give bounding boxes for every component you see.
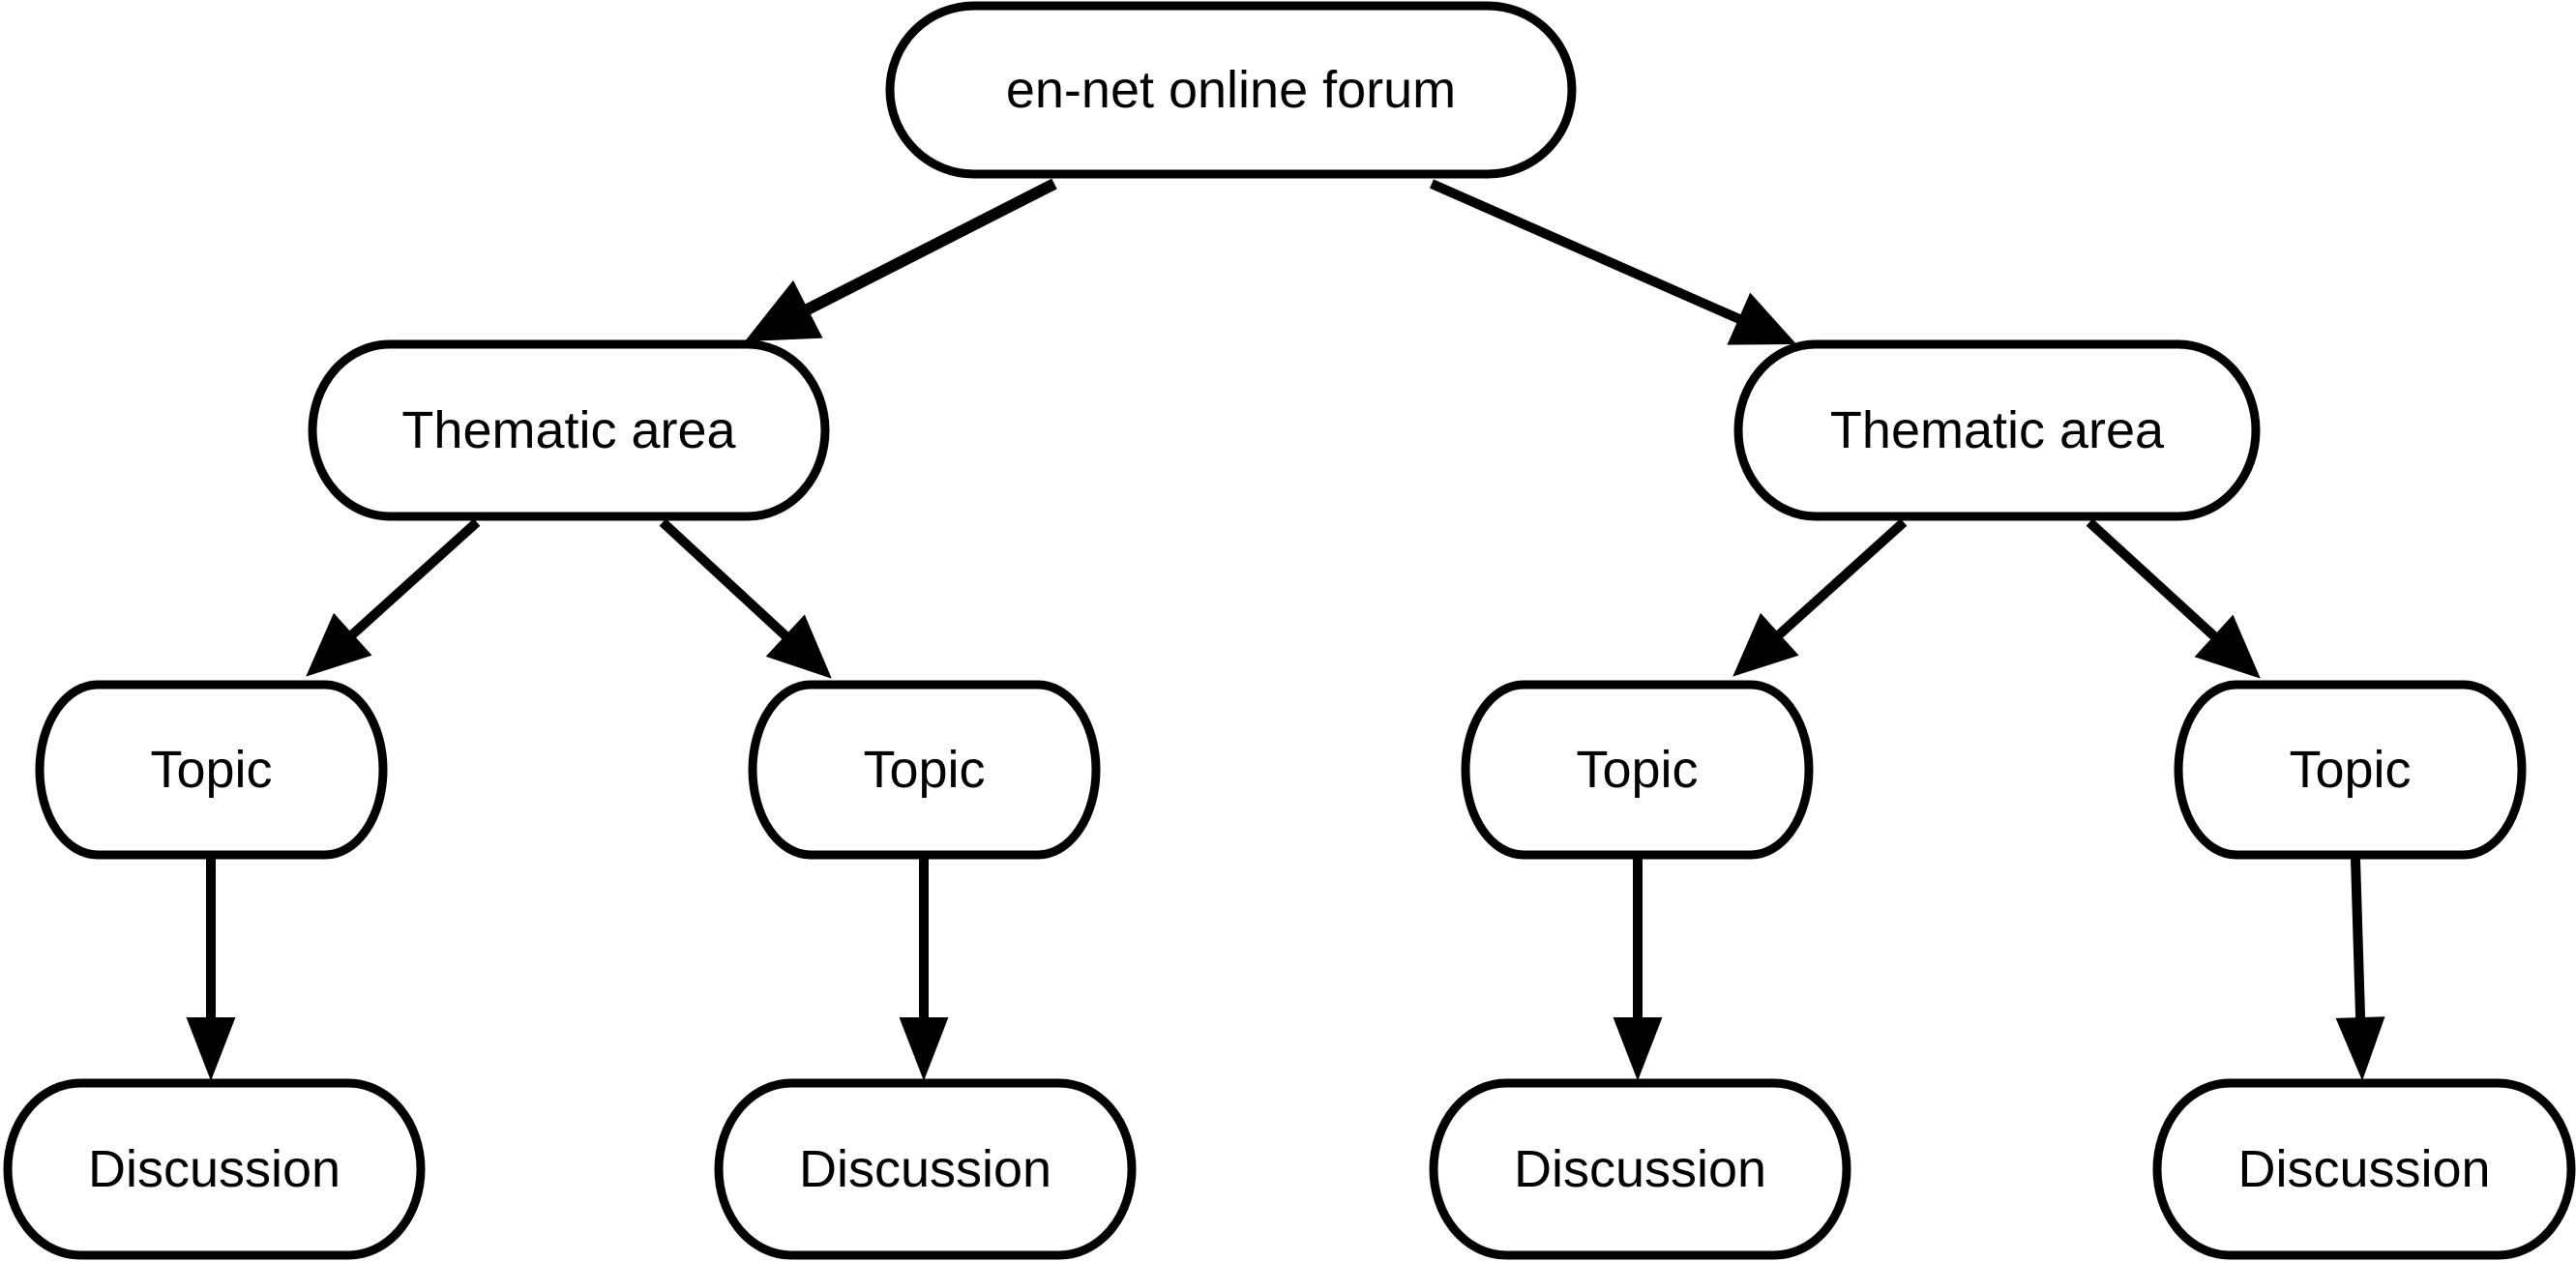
node-shape: [1461, 680, 1814, 860]
node-shape: [308, 339, 830, 521]
node-topic-3: Topic: [1461, 680, 1814, 860]
edge-line: [2086, 518, 2220, 642]
node-label: Topic: [2289, 741, 2411, 799]
arrow-head: [306, 612, 372, 677]
node-shape: [748, 680, 1101, 860]
node-label: Discussion: [1514, 1140, 1766, 1198]
edges-layer: [186, 178, 2385, 1081]
edge-root-to-area-right: [1429, 179, 1797, 345]
arrow-head: [1727, 292, 1797, 345]
node-area-left: Thematic area: [308, 339, 830, 521]
edge-topic-2-to-discussion-2: [899, 859, 949, 1081]
node-shape: [714, 1078, 1137, 1260]
node-topic-4: Topic: [2174, 680, 2527, 860]
node-label: en-net online forum: [1006, 61, 1456, 119]
edge-line: [1774, 518, 1908, 640]
node-discussion-1: Discussion: [3, 1078, 426, 1260]
node-label: Topic: [150, 741, 272, 799]
edge-area-left-to-topic-2: [659, 518, 832, 679]
node-shape: [2152, 1078, 2576, 1260]
edge-line: [347, 518, 481, 640]
node-label: Topic: [1576, 741, 1698, 799]
node-shape: [1429, 1078, 1851, 1260]
edge-topic-3-to-discussion-3: [1613, 859, 1663, 1081]
node-shape: [1733, 339, 2261, 521]
node-label: Thematic area: [1830, 401, 2165, 459]
node-discussion-4: Discussion: [2152, 1078, 2576, 1260]
edge-line: [1429, 179, 1744, 325]
edge-root-to-area-left: [744, 178, 1057, 342]
node-label: Discussion: [2237, 1140, 2490, 1198]
edge-topic-4-to-discussion-4: [2335, 858, 2385, 1081]
arrow-head: [744, 279, 823, 342]
arrow-head: [899, 1017, 949, 1081]
node-label: Discussion: [799, 1140, 1051, 1198]
edge-line: [2351, 858, 2366, 1021]
arrow-head: [765, 614, 832, 679]
edge-area-right-to-topic-3: [1732, 518, 1908, 677]
arrow-head: [2335, 1016, 2385, 1081]
node-discussion-3: Discussion: [1429, 1078, 1851, 1260]
node-topic-2: Topic: [748, 680, 1101, 860]
edge-line: [659, 518, 791, 641]
node-topic-1: Topic: [35, 680, 388, 860]
node-shape: [3, 1078, 426, 1260]
node-root: en-net online forum: [885, 1, 1577, 179]
node-shape: [885, 1, 1577, 179]
node-shape: [2174, 680, 2527, 860]
node-label: Discussion: [88, 1140, 341, 1198]
edge-area-left-to-topic-1: [306, 518, 481, 677]
arrow-head: [2194, 614, 2261, 679]
edge-area-right-to-topic-4: [2086, 518, 2261, 679]
node-label: Thematic area: [401, 401, 736, 459]
node-shape: [35, 680, 388, 860]
node-label: Topic: [863, 741, 985, 799]
node-discussion-2: Discussion: [714, 1078, 1137, 1260]
edge-topic-1-to-discussion-1: [186, 859, 236, 1081]
arrow-head: [1732, 612, 1799, 677]
edge-line: [802, 178, 1057, 316]
arrow-head: [1613, 1017, 1663, 1081]
node-area-right: Thematic area: [1733, 339, 2261, 521]
arrow-head: [186, 1017, 236, 1081]
